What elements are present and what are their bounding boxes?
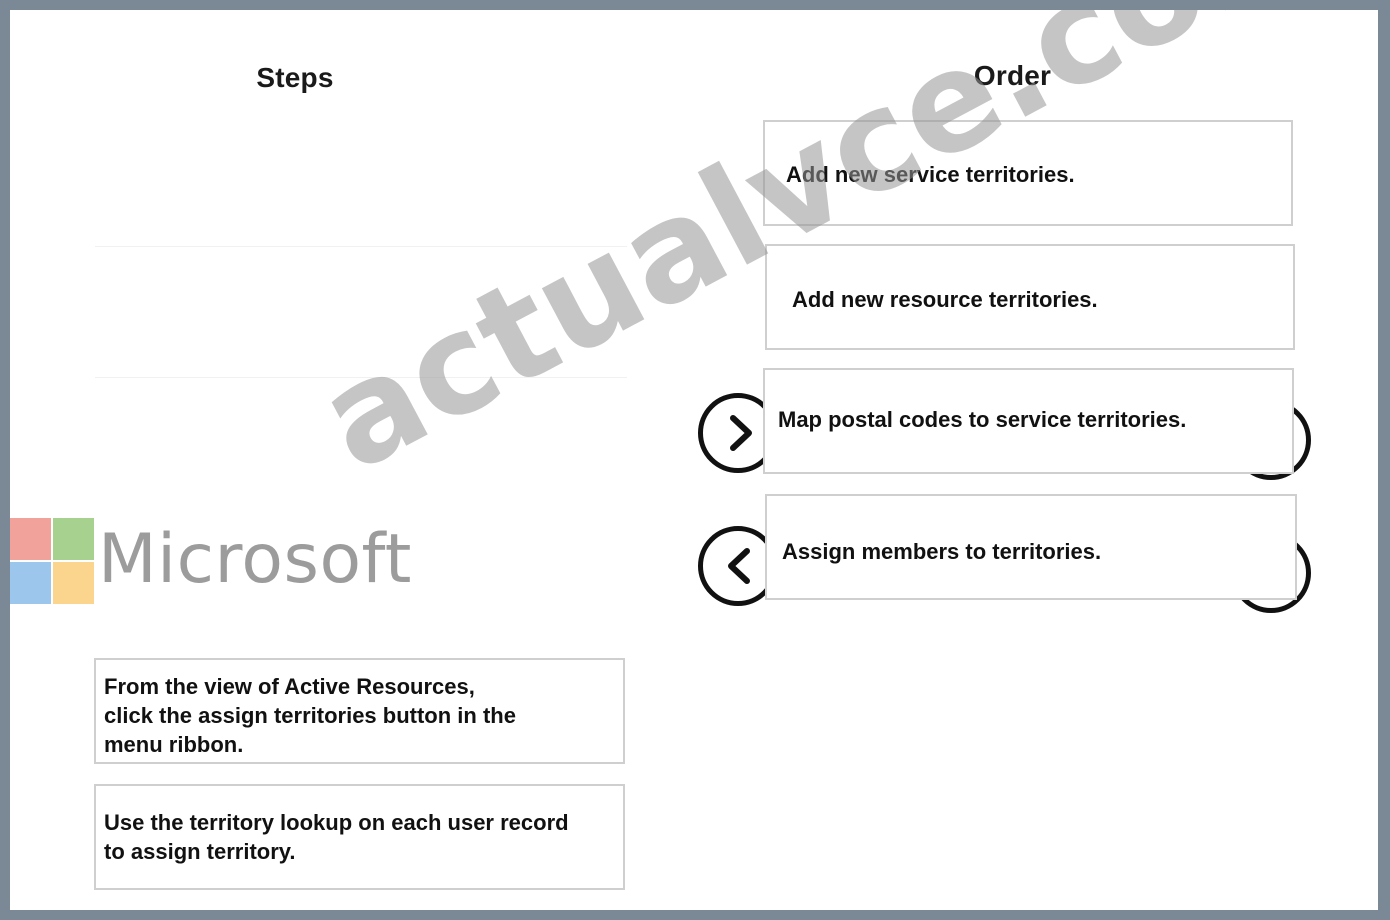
step-item[interactable]: From the view of Active Resources, click… [94, 658, 625, 764]
chevron-right-icon [730, 415, 752, 451]
microsoft-logo [10, 518, 94, 604]
logo-red-square [10, 518, 51, 560]
drag-drop-panel: Steps Order Add new service territories.… [10, 10, 1378, 910]
logo-blue-square [10, 562, 51, 604]
empty-slot-divider [95, 246, 627, 247]
step-item[interactable]: Use the territory lookup on each user re… [94, 784, 625, 890]
order-item-label: Assign members to territories. [782, 539, 1102, 564]
step-item-label: From the view of Active Resources, click… [104, 674, 516, 757]
order-item-label: Add new resource territories. [792, 287, 1098, 312]
order-item[interactable]: Map postal codes to service territories. [763, 368, 1294, 474]
chevron-left-icon [728, 548, 750, 584]
order-title: Order [973, 60, 1052, 91]
steps-title: Steps [256, 62, 334, 93]
microsoft-wordmark: Microsoft [98, 520, 412, 599]
order-item-label: Map postal codes to service territories. [778, 407, 1187, 432]
order-item[interactable]: Add new resource territories. [765, 244, 1295, 350]
empty-slot-divider [95, 377, 627, 378]
step-item-label: Use the territory lookup on each user re… [104, 810, 569, 864]
logo-yellow-square [53, 562, 94, 604]
order-item[interactable]: Assign members to territories. [765, 494, 1297, 600]
order-item-label: Add new service territories. [786, 162, 1075, 187]
logo-green-square [53, 518, 94, 560]
order-item[interactable]: Add new service territories. [763, 120, 1293, 226]
